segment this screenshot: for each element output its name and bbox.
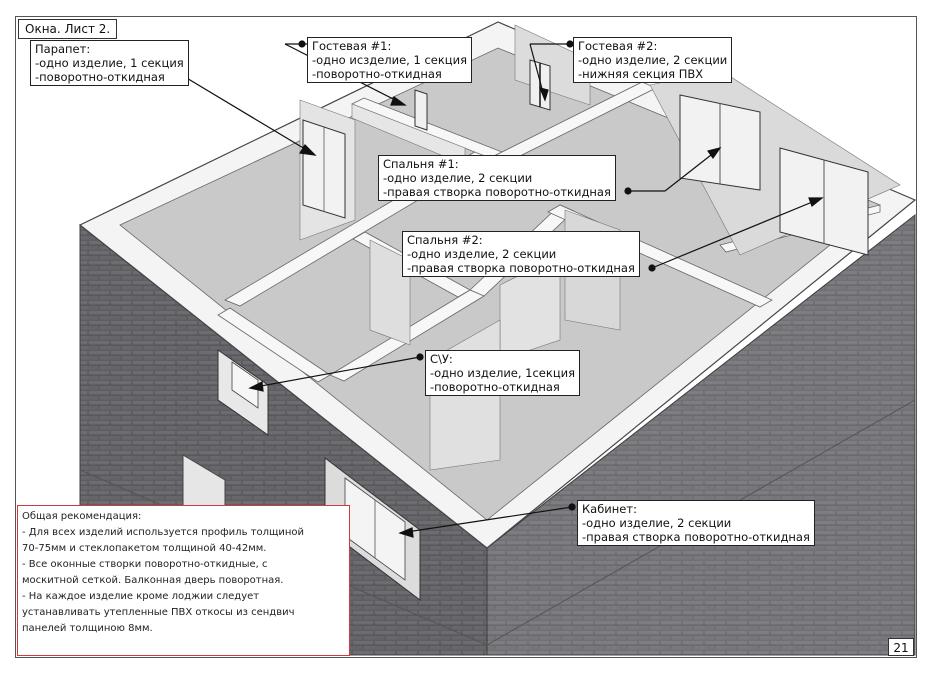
callout-heading: Парапет:: [35, 42, 91, 56]
callout-line: -правая створка поворотно-откидная: [582, 530, 810, 544]
note-line: москитной сеткой. Балконная дверь поворо…: [22, 575, 284, 586]
sheet-title: Окна. Лист 2.: [18, 19, 118, 39]
callout-guest1: Гостевая #1: -одно исзделие, 1 секция -п…: [307, 37, 473, 83]
window-parapet: [302, 119, 346, 219]
general-recommendation-note: Общая рекомендация: - Для всех изделий и…: [17, 505, 350, 656]
window-bathroom: [217, 349, 269, 436]
callout-line: -поворотно-откидная: [312, 67, 442, 81]
windows: [182, 59, 869, 602]
window-guest1: [414, 89, 428, 131]
callout-line: -одно изделие, 1 секция: [35, 56, 184, 70]
callout-line: -одно изделие, 1секция: [430, 366, 576, 380]
note-line: - На каждое изделие кроме лоджии следует: [22, 591, 260, 602]
note-heading: Общая рекомендация:: [22, 511, 142, 522]
callout-line: -одно изделие, 2 секции: [407, 247, 557, 261]
callout-parapet: Парапет: -одно изделие, 1 секция -поворо…: [30, 40, 189, 86]
callout-line: -поворотно-откидная: [430, 380, 560, 394]
window-bedroom2: [779, 147, 869, 256]
callout-office: Кабинет: -одно изделие, 2 секции -правая…: [577, 500, 815, 546]
callout-bedroom2: Спальня #2: -одно изделие, 2 секции -пра…: [402, 231, 640, 277]
callout-line: -одно изделие, 2 секции: [578, 53, 728, 67]
callout-line: -поворотно-откидная: [35, 70, 165, 84]
callout-line: -одно исзделие, 1 секция: [312, 53, 468, 67]
callout-heading: Гостевая #1:: [312, 39, 392, 53]
note-line: - Все оконные створки поворотно-откидные…: [22, 559, 268, 570]
callout-line: -одно изделие, 2 секции: [383, 171, 533, 185]
window-guest2: [529, 59, 551, 111]
callout-guest2: Гостевая #2: -одно изделие, 2 секции -ни…: [573, 37, 733, 83]
window-office: [324, 456, 421, 602]
note-line: 70-75мм и стеклопакетом толщиной 40-42мм…: [22, 543, 267, 554]
callout-heading: Кабинет:: [582, 502, 637, 516]
callout-bathroom: С\У: -одно изделие, 1секция -поворотно-о…: [425, 350, 581, 396]
callout-line: -правая створка поворотно-откидная: [407, 261, 635, 275]
note-line: - Для всех изделий используется профиль …: [22, 527, 305, 538]
callout-bedroom1: Спальня #1: -одно изделие, 2 секции -пра…: [378, 155, 616, 201]
callout-line: -правая створка поворотно-откидная: [383, 185, 611, 199]
window-bedroom1: [679, 94, 761, 191]
callout-heading: Гостевая #2:: [578, 39, 658, 53]
callout-heading: Спальня #2:: [407, 233, 483, 247]
callout-line: -нижняя секция ПВХ: [578, 67, 704, 81]
callout-line: -одно изделие, 2 секции: [582, 516, 732, 530]
page-number: 21: [888, 638, 914, 656]
callout-heading: Спальня #1:: [383, 157, 459, 171]
note-line: устанавливать утепленные ПВХ откосы из с…: [22, 607, 295, 618]
callout-heading: С\У:: [430, 352, 453, 366]
note-line: панелей толщиною 8мм.: [22, 623, 153, 634]
